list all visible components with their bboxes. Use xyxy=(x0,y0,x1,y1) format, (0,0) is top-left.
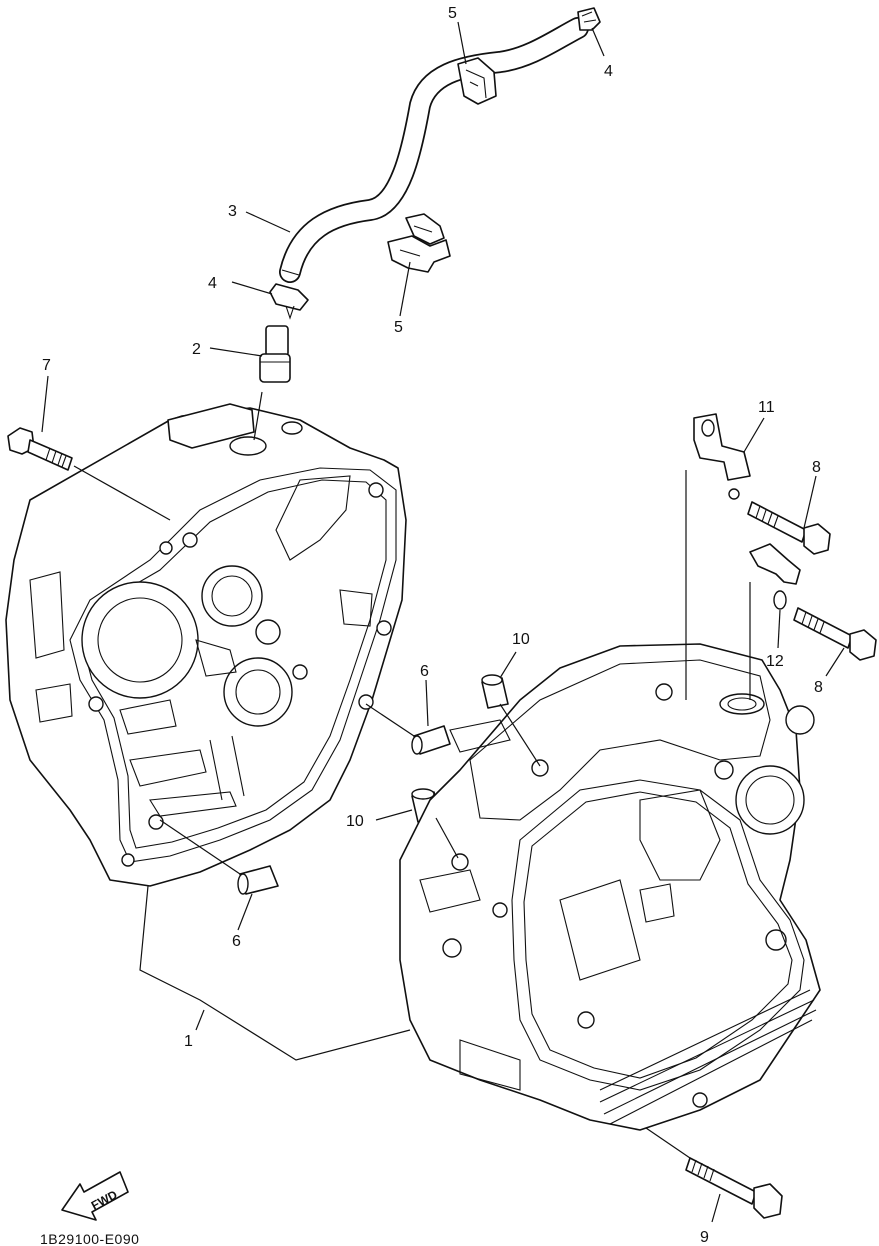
dowel-pin-6-left xyxy=(237,865,279,895)
hose-clamp-lower xyxy=(269,283,309,320)
forward-arrow-icon: FWD xyxy=(61,1171,129,1221)
breather-hose xyxy=(279,17,589,283)
callout-11: 11 xyxy=(758,399,775,416)
callout-5-lower: 5 xyxy=(394,319,403,336)
crankcase-left xyxy=(5,403,407,887)
callout-7: 7 xyxy=(42,357,51,374)
callout-8-upper: 8 xyxy=(812,459,821,476)
hose-holder-upper xyxy=(457,57,497,105)
clip-12 xyxy=(749,543,801,610)
breather-pipe-fitting xyxy=(259,325,291,383)
callout-6-lower: 6 xyxy=(232,933,241,950)
callout-4-upper: 4 xyxy=(604,63,613,80)
callout-5-upper: 5 xyxy=(448,5,457,22)
callout-10-lower: 10 xyxy=(346,813,364,830)
hose-holder-lower xyxy=(387,213,451,273)
dowel-pin-10-upper xyxy=(481,674,509,709)
callout-10-upper: 10 xyxy=(512,631,530,648)
callout-9: 9 xyxy=(700,1229,709,1246)
callout-2: 2 xyxy=(192,341,201,358)
hose-clip-upper xyxy=(577,7,601,31)
callout-3: 3 xyxy=(228,203,237,220)
callout-8-lower: 8 xyxy=(814,679,823,696)
crankcase-right xyxy=(399,643,821,1131)
leader-lines xyxy=(41,21,845,1223)
bracket-11 xyxy=(693,413,751,500)
callout-4-lower: 4 xyxy=(208,275,217,292)
callout-labels: 5 4 3 4 5 2 7 11 8 10 12 6 8 10 6 1 9 xyxy=(42,5,823,1246)
bolt-7 xyxy=(7,427,73,471)
drawing-code: 1B29100-E090 xyxy=(40,1231,139,1246)
bolt-8-upper xyxy=(747,501,831,555)
bolt-9 xyxy=(685,1157,783,1219)
callout-1: 1 xyxy=(184,1033,193,1050)
callout-6-upper: 6 xyxy=(420,663,429,680)
dowel-pin-6-right xyxy=(411,725,451,755)
bolt-8-lower xyxy=(793,607,877,661)
callout-12: 12 xyxy=(766,653,784,670)
